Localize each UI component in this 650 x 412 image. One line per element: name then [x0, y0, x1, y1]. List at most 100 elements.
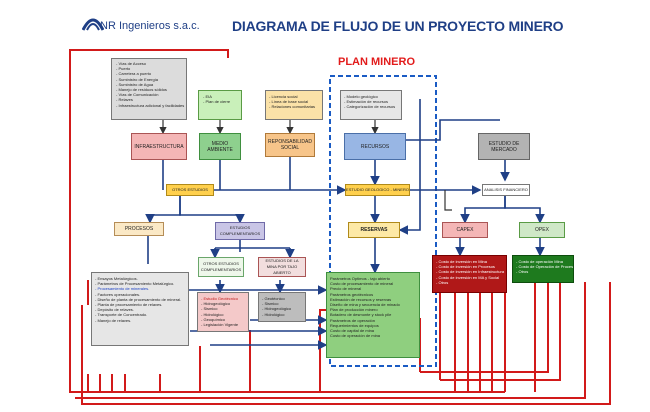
- list-item: Manejo de residuos sólidos: [116, 87, 182, 92]
- opex-box[interactable]: OPEX: [519, 222, 565, 238]
- estudio-mercado-box[interactable]: ESTUDIO DE MERCADO: [478, 133, 530, 160]
- list-item: Costo de inversión en Infraestructura: [436, 269, 504, 274]
- estudio-geologico-minero-box[interactable]: ESTUDIO GEOLOGICO - MINERO: [345, 184, 410, 196]
- list-item: Estimación de recursos: [344, 99, 398, 104]
- list-item: Estudio Geotécnico: [201, 296, 245, 301]
- list-item: Estimación de recursos y reservas: [330, 296, 392, 302]
- list-item: Sismico: [201, 306, 245, 311]
- tajo-details-box: GeotécnicoSismicoHidrogeológicoHidrológi…: [258, 292, 306, 322]
- otros-estudios-label: OTROS ESTUDIOS: [172, 187, 208, 192]
- reservas-label: RESERVAS: [360, 227, 388, 233]
- list-item: Línea de base social: [269, 99, 319, 104]
- list-item: Parámetros de operación: [330, 317, 375, 323]
- analisis-financiero-box[interactable]: ANALISIS FINANCIERO: [482, 184, 530, 196]
- infraestructura-items: Vías de AccesoPuertoCarretera a puertoSu…: [116, 61, 184, 108]
- list-item: Costo de inversión en MA y Social: [436, 275, 503, 280]
- list-item: Costo de operación Mina: [516, 259, 570, 264]
- red-feedback-lines: [69, 49, 611, 405]
- list-item: Legislación Vigente: [201, 322, 245, 327]
- procesos-box[interactable]: PROCESOS: [114, 222, 164, 236]
- list-item: Manejo de relaves.: [95, 318, 185, 323]
- recursos-details-box: Modelo geológicoEstimación de recursosCa…: [340, 90, 402, 120]
- list-item: Otros: [516, 269, 570, 274]
- list-item: Diseño de mina y secuencia de minado: [330, 302, 400, 308]
- plan-minero-title: PLAN MINERO: [338, 56, 415, 68]
- list-item: Plan de cierre: [203, 99, 237, 104]
- responsabilidad-social-box[interactable]: REPONSABILIDAD SOCIAL: [265, 133, 315, 157]
- list-item: Suministro de Energía: [116, 77, 182, 82]
- list-item: Procesamiento de minerales.: [95, 286, 185, 291]
- list-item: Hidrológico: [201, 312, 245, 317]
- analisis-financiero-label: ANALISIS FINANCIERO: [484, 187, 528, 192]
- opex-items: Costo de operación MinaCosto de Operació…: [516, 259, 573, 275]
- list-item: Costo de Operación de Procesos: [516, 264, 573, 269]
- list-item: EIA: [203, 94, 237, 99]
- otros-estudios-comp-label: OTROS ESTUDIOS COMPLEMENTARIOS: [200, 261, 242, 272]
- list-item: Planta de procesamiento de relaves.: [95, 302, 185, 307]
- capex-label: CAPEX: [456, 227, 474, 233]
- otros-estudios-box[interactable]: OTROS ESTUDIOS: [166, 184, 214, 196]
- list-item: Costo de capital de mina: [330, 328, 375, 334]
- list-item: Relaciones comunitarias: [269, 104, 319, 109]
- procesos-items: Ensayos Metalúrgicos.Parámetros de Proce…: [95, 276, 185, 323]
- list-item: Costo de operación de mina: [330, 333, 381, 339]
- recursos-label: RECURSOS: [360, 143, 390, 150]
- company-logo-icon: [81, 10, 105, 37]
- procesos-label: PROCESOS: [124, 226, 154, 232]
- infraestructura-box[interactable]: INFRAESTRUCTURA: [131, 133, 187, 160]
- list-item: Diseño de planta de procesamiento de min…: [95, 297, 185, 302]
- list-item: Precio de mineral: [330, 286, 362, 292]
- estudios-mina-tajo-box[interactable]: ESTUDIOS DE LA MINA POR TAJO ABIERTO: [258, 257, 306, 277]
- otros-estudios-comp-box[interactable]: OTROS ESTUDIOS COMPLEMENTARIOS: [198, 257, 244, 277]
- list-item: Puerto: [116, 66, 182, 71]
- list-item: Otros: [436, 280, 503, 285]
- list-item: Hidrogeológico: [262, 306, 302, 311]
- list-item: Licencia social: [269, 94, 319, 99]
- list-item: Transporte de Concentrado.: [95, 312, 185, 317]
- estudios-complementarios-label: ESTUDIOS COMPLEMENTARIOS: [219, 225, 261, 236]
- medio-ambiente-box[interactable]: MEDIO AMBIENTE: [199, 133, 241, 160]
- list-item: Ensayos Metalúrgicos.: [95, 276, 185, 281]
- list-item: Infraestructura adicional y facilidades: [116, 103, 184, 108]
- list-item: Geoquímico: [201, 317, 245, 322]
- list-item: Sismico: [262, 301, 302, 306]
- list-item: Depósito de relaves.: [95, 307, 185, 312]
- list-item: Suministro de Agua: [116, 82, 182, 87]
- recursos-items: Modelo geológicoEstimación de recursosCa…: [344, 94, 398, 110]
- social-items: Licencia socialLínea de base socialRelac…: [269, 94, 319, 110]
- list-item: Parámetros de Procesamiento Metalúrgico.: [95, 281, 185, 286]
- estudio-mercado-label: ESTUDIO DE MERCADO: [488, 140, 520, 153]
- comp-items: Estudio GeotécnicoHidrogeológicoSismicoH…: [201, 296, 245, 327]
- plan-minero-frame: [329, 75, 437, 367]
- capex-details-box: Costo de inversión en MinaCosto de inver…: [432, 255, 507, 293]
- page-title: DIAGRAMA DE FLUJO DE UN PROYECTO MINERO: [232, 18, 564, 34]
- list-item: Hidrológico: [262, 312, 302, 317]
- company-name: NR Ingenieros s.a.c.: [100, 20, 200, 32]
- list-item: Botadero de desmonte y stock pile: [330, 312, 392, 318]
- list-item: Requerimientos de equipos: [330, 322, 379, 328]
- estudios-complementarios-box[interactable]: ESTUDIOS COMPLEMENTARIOS: [215, 222, 265, 240]
- list-item: Parámetros geotécnicos: [330, 291, 374, 297]
- list-item: Relaves: [116, 97, 182, 102]
- list-item: Modelo geológico: [344, 94, 398, 99]
- list-item: Categorización de recursos: [344, 104, 398, 109]
- social-details-box: Licencia socialLínea de base socialRelac…: [265, 90, 323, 120]
- list-item: Costo de procesamiento de mineral: [330, 281, 394, 287]
- medio-ambiente-items: EIAPlan de cierre: [203, 94, 237, 104]
- procesos-details-box: Ensayos Metalúrgicos.Parámetros de Proce…: [91, 272, 189, 346]
- comp-details-box: Estudio GeotécnicoHidrogeológicoSismicoH…: [197, 292, 249, 332]
- responsabilidad-social-label: REPONSABILIDAD SOCIAL: [268, 139, 312, 151]
- recursos-box[interactable]: RECURSOS: [344, 133, 406, 160]
- capex-items: Costo de inversión en MinaCosto de inver…: [436, 259, 504, 285]
- infraestructura-label: INFRAESTRUCTURA: [134, 143, 184, 150]
- medio-ambiente-details-box: EIAPlan de cierre: [198, 90, 242, 120]
- reservas-box[interactable]: RESERVAS: [348, 222, 400, 238]
- list-item: Carretera a puerto: [116, 71, 182, 76]
- list-item: Costo de inversión en Procesos: [436, 264, 503, 269]
- capex-box[interactable]: CAPEX: [442, 222, 488, 238]
- list-item: Parámetros Optimos - tajo abierto: [330, 276, 391, 281]
- estudio-geologico-minero-label: ESTUDIO GEOLOGICO - MINERO: [346, 187, 409, 192]
- list-item: Vías de Acceso: [116, 61, 182, 66]
- list-item: Costo de inversión en Mina: [436, 259, 503, 264]
